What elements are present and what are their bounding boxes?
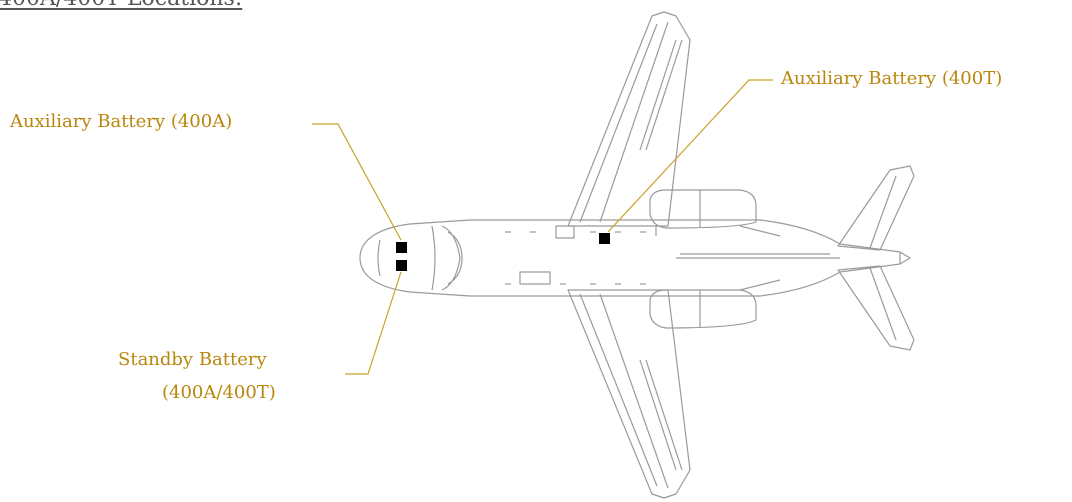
leader-aux-400t — [607, 79, 773, 233]
leader-lines — [312, 79, 773, 375]
marker-aux-400a — [396, 242, 407, 253]
diagram-title: 400A/400T Locations: — [0, 0, 242, 11]
leader-aux-400a — [312, 123, 402, 241]
aircraft-outline — [359, 11, 915, 499]
label-standby-battery-models: (400A/400T) — [162, 382, 276, 403]
upper-wing — [567, 11, 691, 227]
battery-markers — [396, 233, 610, 271]
fuselage — [359, 219, 901, 297]
lower-engine — [649, 289, 757, 329]
marker-aux-400t — [599, 233, 610, 244]
label-aux-battery-400t: Auxiliary Battery (400T) — [781, 68, 1003, 89]
upper-engine — [649, 189, 757, 229]
upper-stabilizer — [837, 165, 915, 251]
leader-standby — [345, 271, 402, 375]
marker-standby — [396, 260, 407, 271]
label-standby-battery: Standby Battery — [118, 349, 267, 370]
label-aux-battery-400a: Auxiliary Battery (400A) — [10, 111, 233, 132]
windows — [505, 231, 646, 285]
lower-wing — [567, 289, 691, 499]
lower-stabilizer — [837, 265, 915, 351]
